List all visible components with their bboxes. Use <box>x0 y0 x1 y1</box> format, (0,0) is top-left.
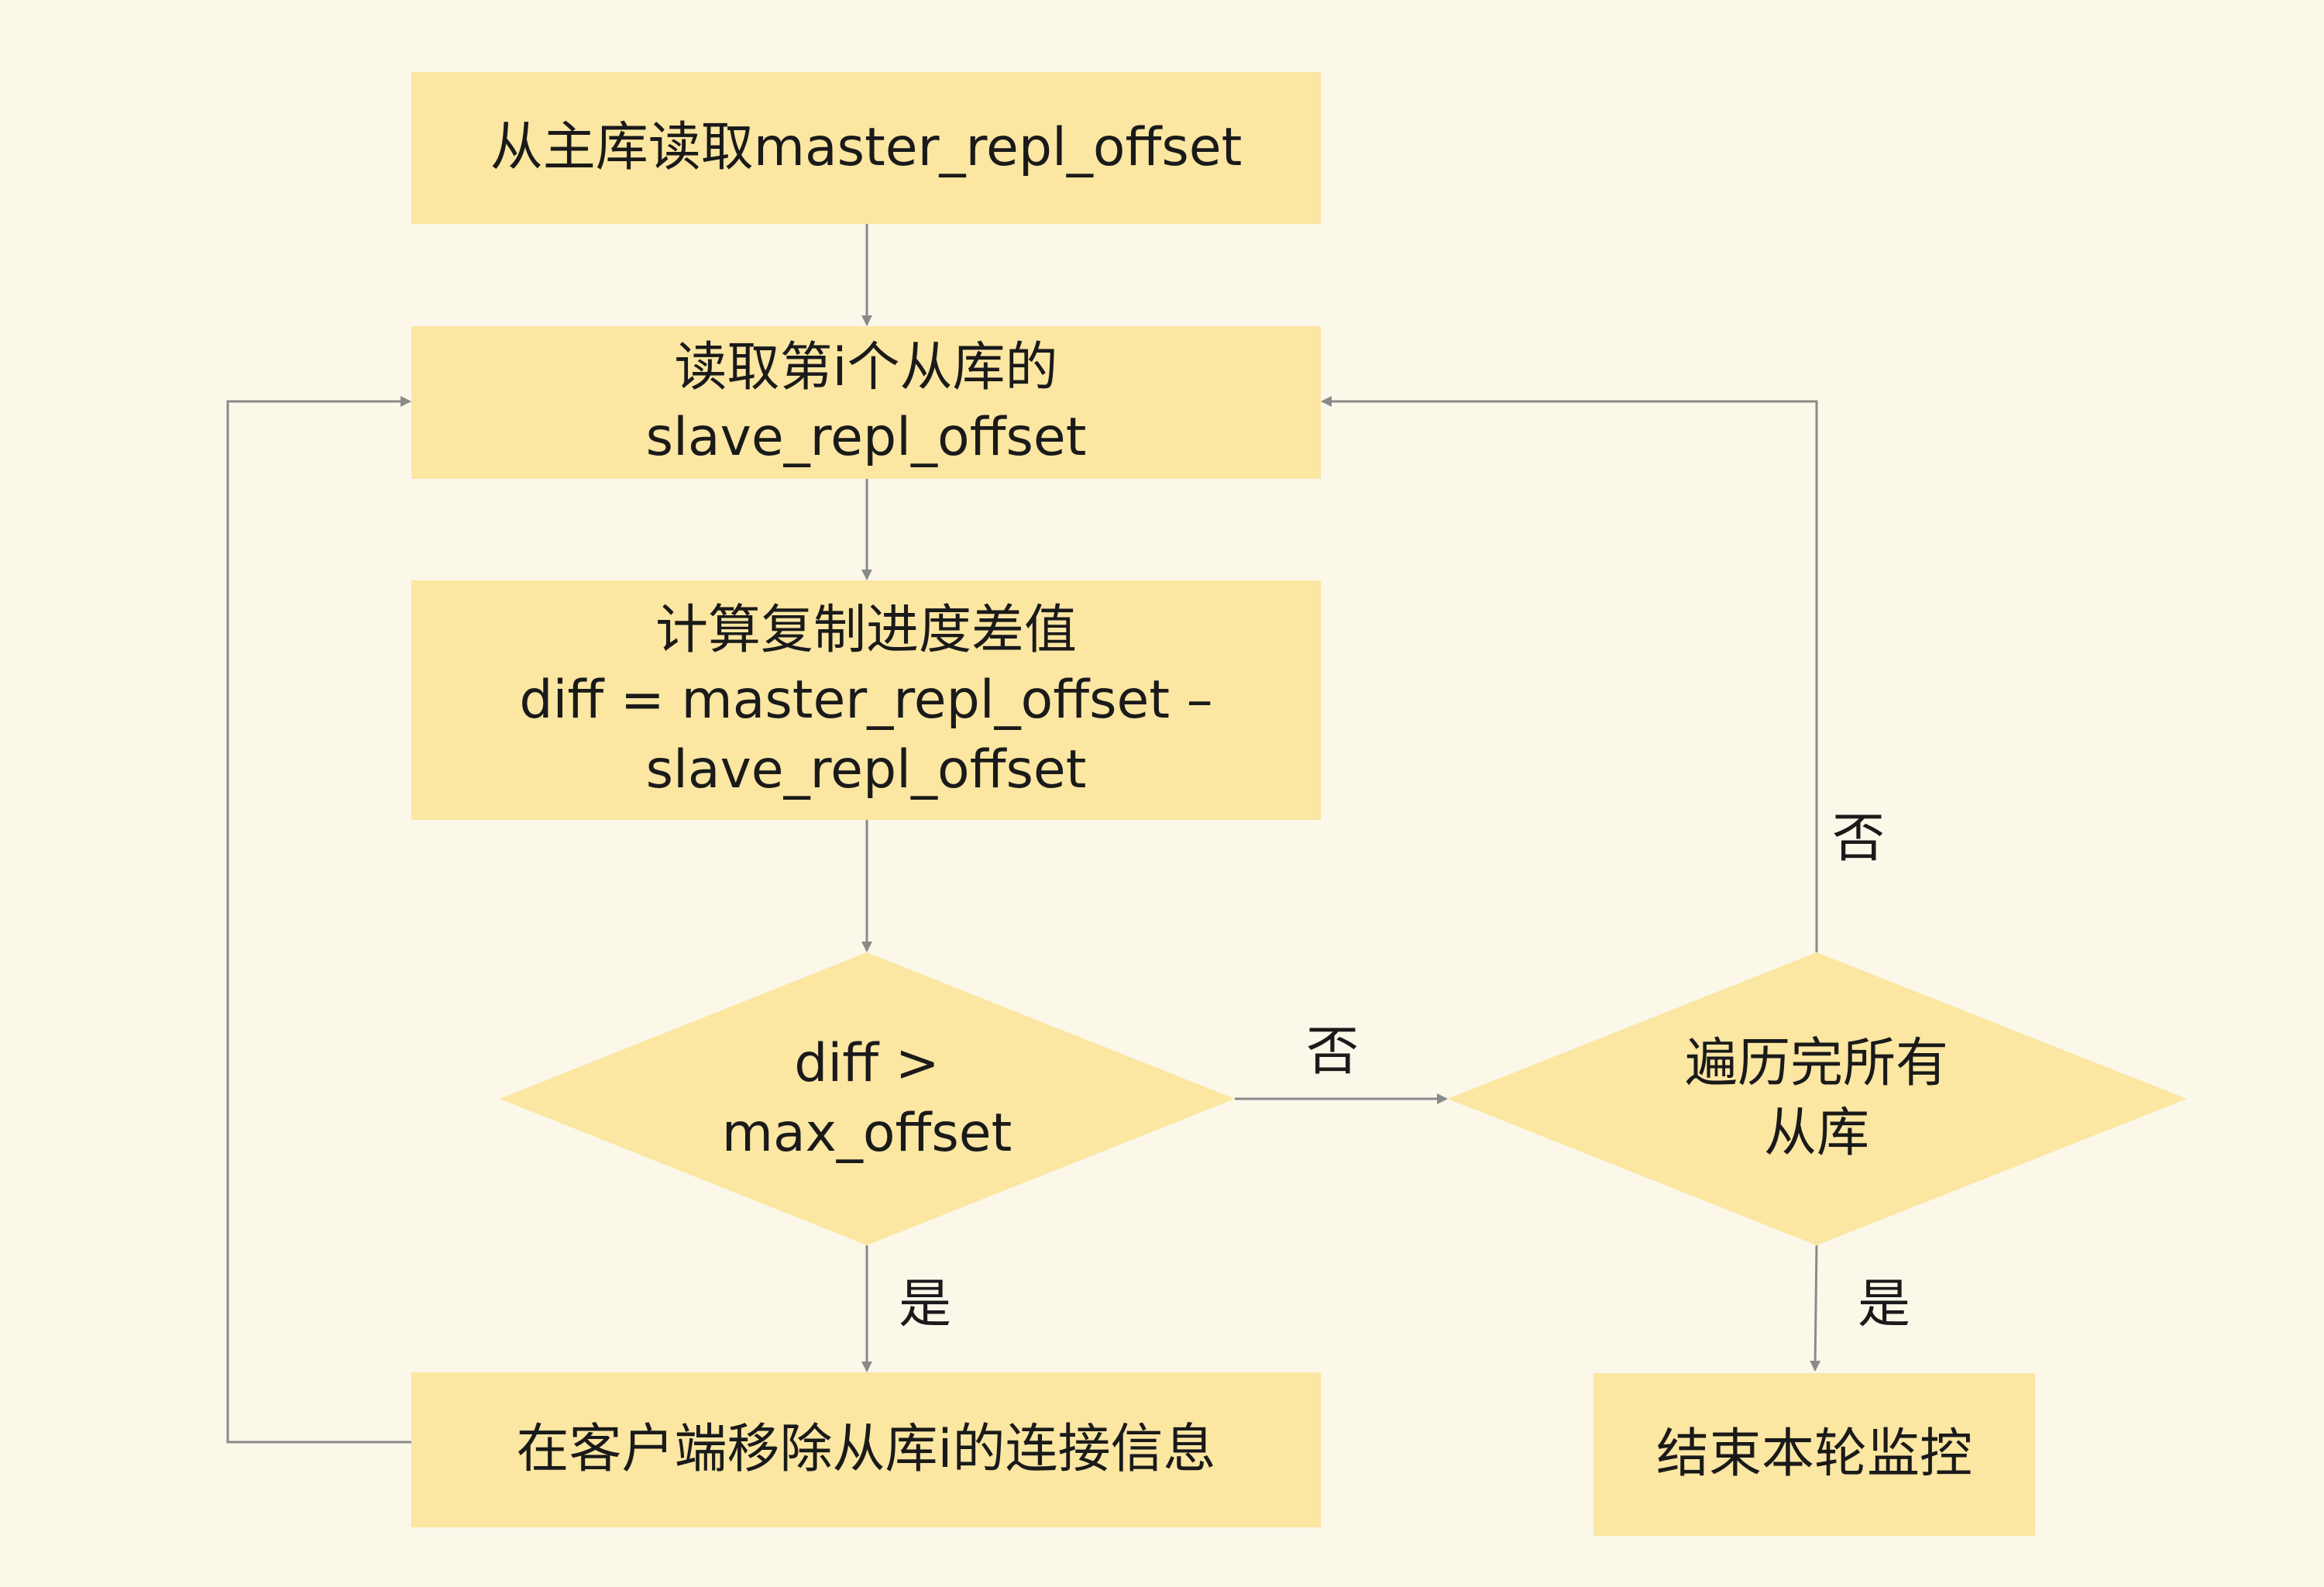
edge-check-all-no <box>1321 396 1818 952</box>
node-remove-connection: 在客户端移除从库i的连接信息 <box>411 1372 1321 1527</box>
label-check-diff-no: 否 <box>1306 1021 1360 1083</box>
node-text-line: max_offset <box>721 1103 1012 1164</box>
node-calc-diff-text: 计算复制进度差值 diff = master_repl_offset – slave… <box>519 596 1212 805</box>
node-text-line: 结束本轮监控 <box>1655 1423 1972 1485</box>
edge-remove-loop-back <box>226 396 411 1444</box>
node-end-monitor: 结束本轮监控 <box>1593 1373 2035 1536</box>
node-check-diff-text: diff > max_offset <box>634 1021 1099 1176</box>
node-read-master-text: 从主库读取master_repl_offset <box>490 113 1243 183</box>
node-text-line: 遍历完所有 <box>1684 1033 1948 1094</box>
node-text-line: 从库 <box>1763 1103 1869 1164</box>
node-read-slave: 读取第i个从库的 slave_repl_offset <box>411 326 1321 479</box>
node-read-master: 从主库读取master_repl_offset <box>411 72 1321 224</box>
node-end-monitor-text: 结束本轮监控 <box>1656 1420 1972 1489</box>
diff-check-diamond-shape <box>500 952 1235 1245</box>
label-check-all-yes: 是 <box>1858 1274 1911 1335</box>
node-text-line: diff = master_repl_offset – <box>519 669 1213 731</box>
node-text-line: slave_repl_offset <box>645 738 1087 800</box>
label-check-diff-yes: 是 <box>899 1274 952 1335</box>
node-read-slave-text: 读取第i个从库的 slave_repl_offset <box>646 333 1087 473</box>
node-text-line: 读取第i个从库的 <box>674 336 1058 398</box>
node-text-line: 在客户端移除从库i的连接信息 <box>516 1419 1216 1480</box>
node-remove-connection-text: 在客户端移除从库i的连接信息 <box>517 1415 1216 1485</box>
node-calc-diff: 计算复制进度差值 diff = master_repl_offset – slave… <box>411 580 1321 820</box>
node-text-line: diff > <box>794 1033 940 1094</box>
edge-check-all-yes <box>1810 1244 1821 1372</box>
all-checked-diamond-shape <box>1448 952 2187 1245</box>
node-text-line: 从主库读取master_repl_offset <box>490 117 1243 178</box>
node-check-all-text: 遍历完所有从库 <box>1584 1021 2049 1176</box>
label-check-all-no: 否 <box>1832 808 1886 869</box>
node-text-line: slave_repl_offset <box>645 406 1087 468</box>
node-text-line: 计算复制进度差值 <box>655 599 1077 661</box>
